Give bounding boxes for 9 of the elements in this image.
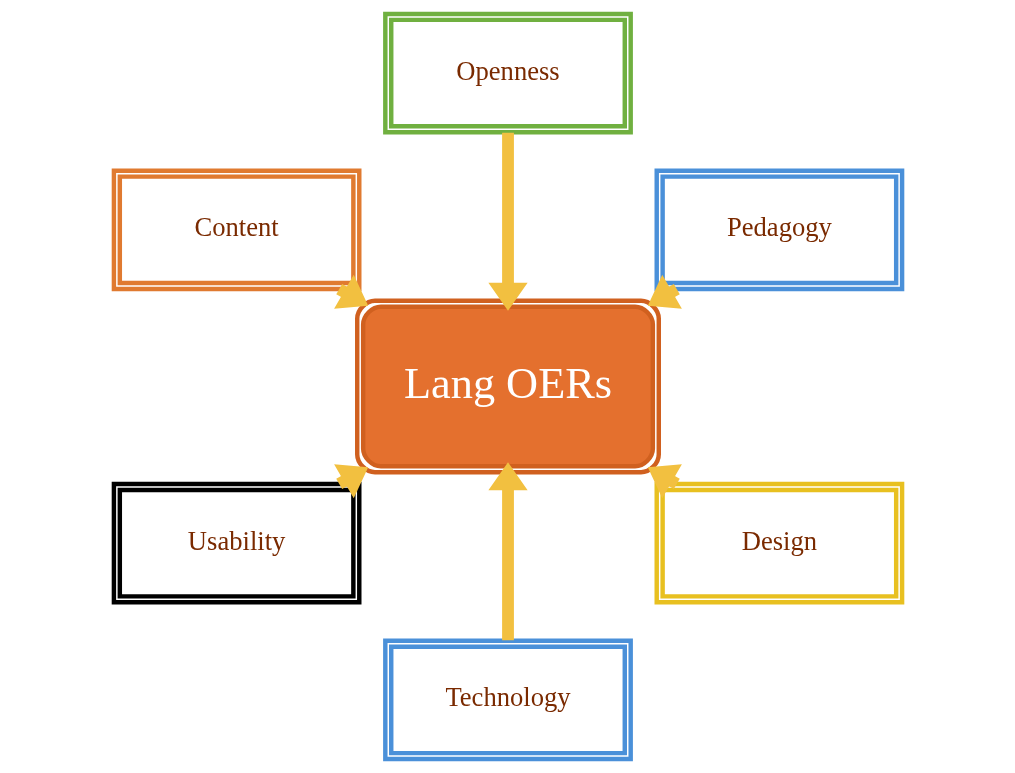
node-box: Usability: [111, 481, 361, 605]
node-box: Openness: [382, 11, 633, 135]
node-box: Content: [111, 168, 361, 292]
node-box: Technology: [382, 638, 633, 762]
node-box: Design: [654, 481, 904, 605]
arrow: [487, 132, 528, 311]
node-box: Lang OERs: [354, 298, 661, 475]
node-box: Pedagogy: [654, 168, 904, 292]
arrow: [487, 462, 528, 641]
